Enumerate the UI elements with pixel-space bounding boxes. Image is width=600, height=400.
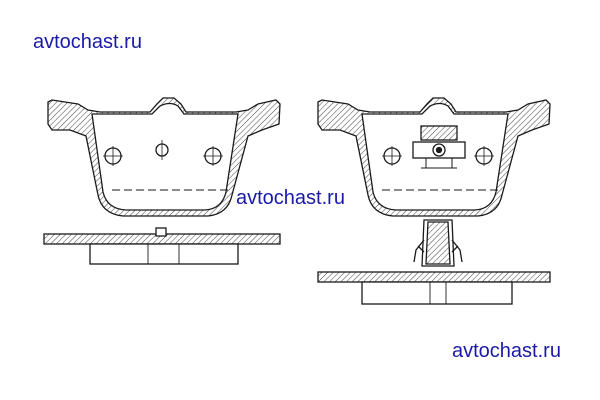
watermark-middle: avtochast.ru [236, 187, 345, 209]
wear-sensor-clip [412, 125, 466, 169]
watermark-top: avtochast.ru [33, 31, 142, 53]
watermark-bottom: avtochast.ru [452, 340, 561, 362]
left-side-clip [155, 227, 167, 237]
left-side-friction [89, 243, 239, 265]
left-pad-front-view [47, 97, 281, 217]
right-side-friction [361, 281, 513, 305]
right-pad-side-view [317, 219, 551, 305]
left-friction-material [91, 102, 239, 211]
left-pad-side-view [43, 227, 281, 265]
right-side-spring-clip [413, 219, 463, 267]
right-side-backing [317, 271, 551, 283]
right-pad-front-view [317, 97, 551, 217]
